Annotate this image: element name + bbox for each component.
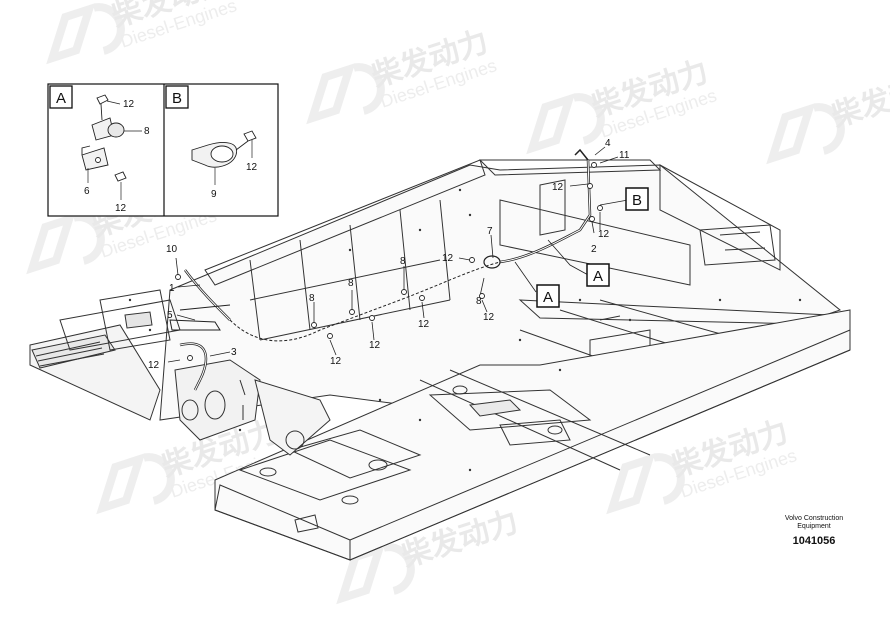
watermark-cn: 柴发动力 [828,64,890,134]
part-label: 12 [418,319,430,330]
inset-a-title: A [56,90,66,107]
part-label: 12 [483,312,495,323]
chassis-frame [29,159,851,561]
fasteners [175,162,603,361]
part-label: 8 [348,278,354,289]
part-label: 12 [552,182,564,193]
inset-a-label: 8 [144,126,150,137]
leader-lines [167,146,629,363]
detail-inset-b: B 12 9 [165,85,258,200]
inset-b-parts [191,130,257,168]
part-label: 12 [369,340,381,351]
footer-drawing-code: 1041056 [792,535,836,547]
callout-box-a-2: A [536,284,560,308]
inset-a-label: 12 [115,203,127,214]
callout-box-a-1: A [586,263,610,287]
part-label: 4 [605,138,611,149]
part-label: 12 [148,360,160,371]
inset-b-title: B [172,90,182,107]
part-label: 5 [167,310,173,321]
detail-inset-a: A 12 8 6 12 [49,85,150,214]
part-label: 8 [309,293,315,304]
part-label: 8 [476,296,482,307]
inset-a-leaders [87,100,142,200]
inset-a-label: 6 [84,186,90,197]
inset-a-parts [81,94,127,182]
part-label: 3 [231,347,237,358]
part-labels: 10 1 5 12 3 8 12 8 12 8 12 12 7 8 12 4 1… [148,138,630,371]
footer-company-name: Volvo Construction Equipment [784,515,844,530]
callout-label: A [593,268,603,285]
inset-b-leaders [214,140,253,185]
part-label: 10 [166,244,178,255]
part-label: 2 [591,244,597,255]
watermark-logo: 柴发动力 [766,64,890,165]
watermark-logo: 柴发动力 Diesel-Engines [306,24,499,125]
watermark-logo: 柴发动力 Diesel-Engines [46,0,239,65]
inset-b-label: 9 [211,189,217,200]
part-label: 12 [330,356,342,367]
inset-b-label: 12 [246,162,258,173]
inset-a-label: 12 [123,99,135,110]
part-label: 1 [169,283,175,294]
callout-box-b: B [625,187,649,211]
watermark-logo: 柴发动力 Diesel-Engines [526,54,719,155]
callout-label: A [543,289,553,306]
part-label: 8 [400,256,406,267]
part-label: 12 [442,253,454,264]
part-label: 12 [598,229,610,240]
part-label: 11 [619,150,630,161]
callout-label: B [632,192,642,209]
part-label: 7 [487,226,493,237]
detail-inset-panel: A 12 8 6 12 [47,83,279,217]
